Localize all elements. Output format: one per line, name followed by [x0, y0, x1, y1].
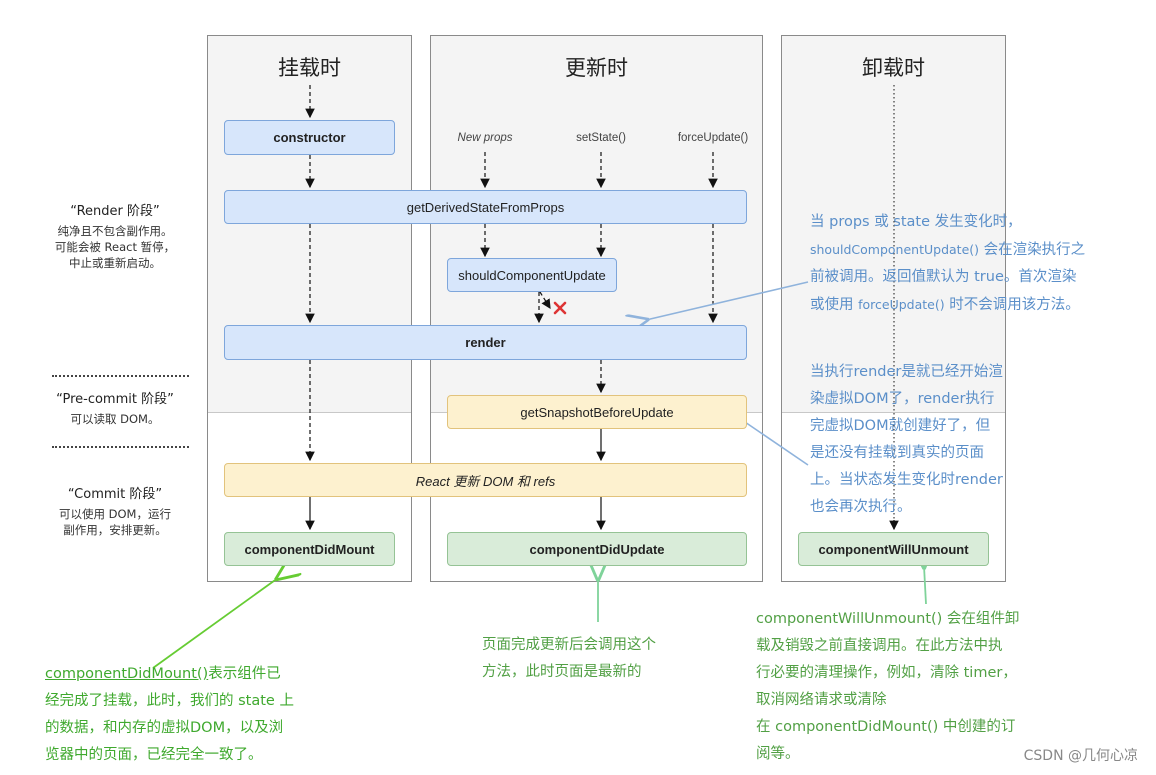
note-line: componentWillUnmount() 会在组件卸: [756, 611, 1020, 627]
render-phase-line: 纯净且不包含副作用。: [57, 224, 173, 238]
note-line: 页面完成更新后会调用这个: [482, 637, 656, 653]
note-text: 会在渲染执行之: [979, 242, 1086, 258]
cancel-x-icon: [553, 301, 567, 315]
note-line: 或使用 forceUpdate() 时不会调用该方法。: [810, 291, 1140, 319]
update-column-title: 更新时: [565, 56, 628, 80]
render-phase-line: 可能会被 React 暂停，: [54, 240, 176, 254]
note-text: componentDidMount(): [45, 666, 209, 682]
render-phase-label: “Render 阶段” 纯净且不包含副作用。 可能会被 React 暂停， 中止…: [40, 204, 190, 271]
commit-phase-label: “Commit 阶段” 可以使用 DOM，运行 副作用，安排更新。: [40, 487, 190, 538]
component-will-unmount-box: componentWillUnmount: [798, 532, 989, 566]
commit-phase-title: “Commit 阶段”: [67, 487, 163, 502]
note-line: 阅等。: [756, 746, 800, 762]
react-update-dom-box: React 更新 DOM 和 refs: [224, 463, 747, 497]
note-line: 经完成了挂载，此时，我们的 state 上: [45, 693, 294, 709]
note-line: componentDidMount()表示组件已: [45, 661, 345, 688]
component-did-mount-note: componentDidMount()表示组件已 经完成了挂载，此时，我们的 s…: [45, 661, 345, 769]
constructor-box: constructor: [224, 120, 395, 155]
phase-divider: [52, 375, 189, 377]
component-did-mount-box: componentDidMount: [224, 532, 395, 566]
commit-phase-line: 副作用，安排更新。: [63, 523, 167, 537]
render-phase-line: 中止或重新启动。: [69, 256, 161, 270]
render-note: 当执行render是就已经开始渲 染虚拟DOM了，render执行 完虚拟DOM…: [810, 359, 1040, 521]
note-line: 完虚拟DOM就创建好了，但: [810, 418, 991, 434]
component-did-update-note: 页面完成更新后会调用这个 方法，此时页面是最新的: [482, 632, 702, 686]
note-text: 表示组件已: [208, 666, 281, 682]
trigger-new-props: New props: [457, 132, 513, 144]
note-text: shouldComponentUpdate(): [810, 242, 980, 257]
note-line: 染虚拟DOM了，render执行: [810, 391, 995, 407]
note-line: 取消网络请求或清除: [756, 692, 887, 708]
note-line: 也会再次执行。: [810, 499, 912, 515]
get-snapshot-before-update-box: getSnapshotBeforeUpdate: [447, 395, 747, 429]
render-box: render: [224, 325, 747, 360]
get-derived-state-from-props-box: getDerivedStateFromProps: [224, 190, 747, 224]
should-component-update-box: shouldComponentUpdate: [447, 258, 617, 292]
should-component-update-note: 当 props 或 state 发生变化时， shouldComponentUp…: [810, 209, 1140, 319]
note-line: shouldComponentUpdate() 会在渲染执行之: [810, 236, 1140, 264]
trigger-force-update: forceUpdate(): [677, 132, 749, 144]
trigger-set-state: setState(): [576, 132, 626, 144]
note-line: 上。当状态发生变化时render: [810, 472, 1003, 488]
commit-phase-line: 可以使用 DOM，运行: [59, 507, 171, 521]
precommit-phase-title: “Pre-commit 阶段”: [56, 392, 174, 407]
precommit-phase-line: 可以读取 DOM。: [70, 412, 160, 426]
component-did-update-box: componentDidUpdate: [447, 532, 747, 566]
note-line: 前被调用。返回值默认为 true。首次渲染: [810, 269, 1077, 285]
note-line: 载及销毁之前直接调用。在此方法中执: [756, 638, 1003, 654]
note-text: forceUpdate(): [858, 297, 945, 312]
note-text: 或使用: [810, 297, 859, 313]
note-text: 时不会调用该方法。: [944, 297, 1080, 313]
unmount-column-title: 卸载时: [862, 56, 925, 80]
note-line: 在 componentDidMount() 中创建的订: [756, 719, 1016, 735]
note-line: 行必要的清理操作，例如，清除 timer，: [756, 665, 1017, 681]
note-line: 当 props 或 state 发生变化时，: [810, 214, 1022, 230]
watermark: CSDN @几何心凉: [1023, 748, 1138, 764]
note-line: 览器中的页面，已经完全一致了。: [45, 747, 263, 763]
precommit-phase-label: “Pre-commit 阶段” 可以读取 DOM。: [40, 392, 190, 427]
mount-column-title: 挂载时: [278, 56, 341, 80]
note-line: 方法，此时页面是最新的: [482, 664, 642, 680]
render-phase-title: “Render 阶段”: [70, 204, 160, 219]
unmount-column: 卸载时: [781, 35, 1006, 582]
note-line: 当执行render是就已经开始渲: [810, 364, 1003, 380]
phase-divider: [52, 446, 189, 448]
note-line: 是还没有挂载到真实的页面: [810, 445, 984, 461]
note-line: 的数据，和内存的虚拟DOM，以及浏: [45, 720, 284, 736]
component-will-unmount-note: componentWillUnmount() 会在组件卸 载及销毁之前直接调用。…: [756, 606, 1066, 768]
